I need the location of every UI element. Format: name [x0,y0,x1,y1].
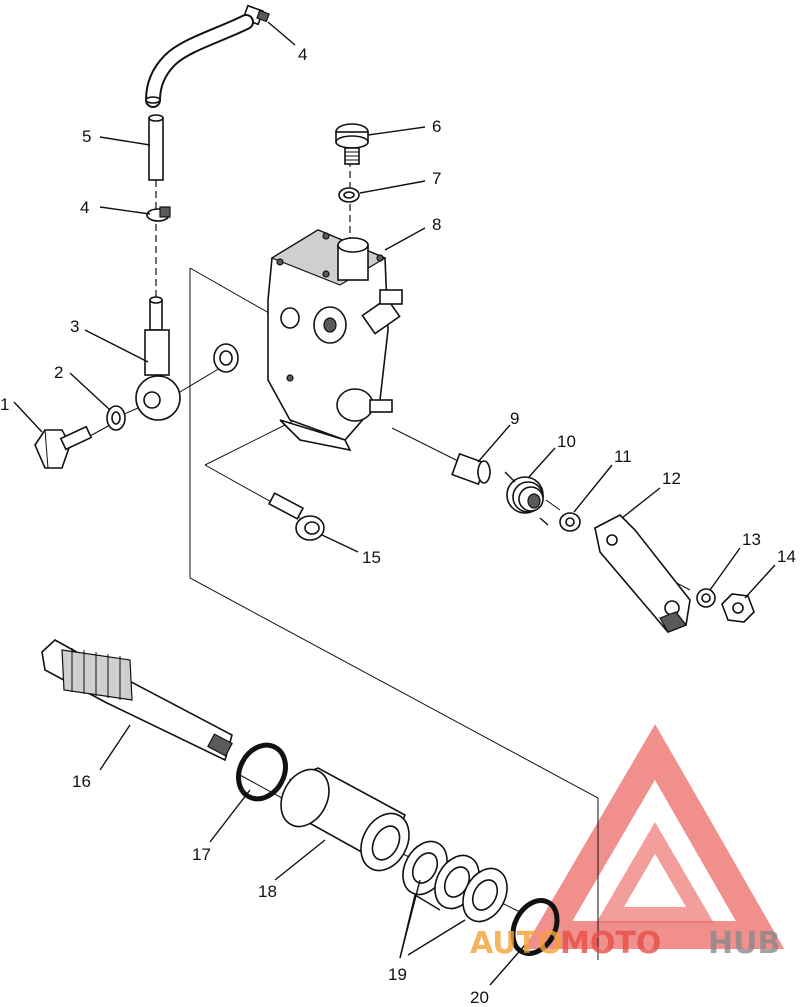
label-part-10: 10 [557,432,576,451]
label-part-13: 13 [742,530,761,549]
washer-13 [696,588,716,608]
control-lever [594,514,691,633]
watermark-inner-triangle-icon [596,822,714,923]
watermark-moto: MOTO [560,926,661,961]
watermark-text: AUTO MOTO HUB [470,926,780,961]
return-spring [504,471,549,526]
label-part-20: 20 [470,988,489,1007]
label-part-12: 12 [662,469,681,488]
bent-hose [145,14,254,108]
label-part-8: 8 [432,215,441,234]
label-part-18: 18 [258,882,277,901]
hose-tube [148,114,164,181]
hose-clip-lower [146,206,171,222]
mounting-screw [267,492,325,541]
label-part-3: 3 [70,317,79,336]
thrust-washers [402,840,508,923]
washer-7 [338,187,360,203]
oil-pump-body [267,229,403,452]
banjo-bolt [34,425,93,469]
bleed-screw [335,123,369,165]
bushing [280,767,410,872]
label-part-14: 14 [777,547,796,566]
label-part-7: 7 [432,169,441,188]
hex-nut [721,593,755,623]
washer-banjo [213,343,239,373]
watermark-logo [523,724,785,949]
label-part-4-top: 4 [298,45,307,64]
part-labels: 1 2 3 4 4 5 6 7 8 9 10 11 12 13 14 15 16… [0,45,796,1007]
label-part-6: 6 [432,117,441,136]
label-part-2: 2 [54,363,63,382]
o-ring-17 [236,742,288,802]
watermark-triangle-icon [523,724,785,949]
drive-shaft [41,639,233,762]
watermark-hub: HUB [708,926,780,961]
washer-11 [559,512,581,532]
o-ring-20 [510,898,560,956]
label-part-11: 11 [614,447,632,466]
label-part-16: 16 [72,772,91,791]
washer-2 [106,405,126,431]
label-part-4-lower: 4 [80,198,89,217]
label-part-19: 19 [388,965,407,984]
collar [451,452,491,486]
label-part-17: 17 [192,845,211,864]
label-part-15: 15 [362,548,381,567]
label-part-1: 1 [0,395,9,414]
watermark-auto: AUTO [470,926,563,961]
banjo-fitting [135,296,181,421]
leader-lines [13,21,776,986]
label-part-9: 9 [510,409,519,428]
label-part-5: 5 [82,127,91,146]
